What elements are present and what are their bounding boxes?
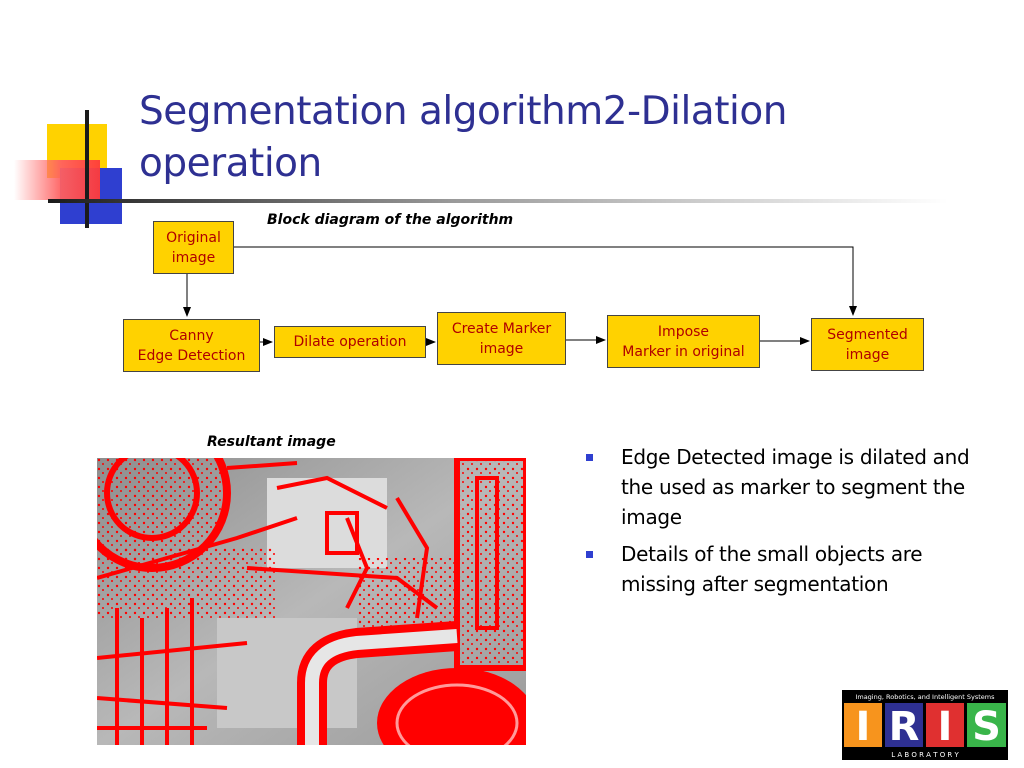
block-create-marker-image: Create Marker image	[437, 312, 566, 365]
block-label: Canny Edge Detection	[137, 327, 246, 364]
resultant-image	[97, 458, 526, 745]
svg-text:L A B O R A T O R Y: L A B O R A T O R Y	[891, 751, 959, 759]
block-label: Segmented image	[827, 326, 908, 363]
bullet-text: Edge Detected image is dilated and the u…	[621, 445, 970, 529]
block-original-image: Original image	[153, 221, 234, 274]
svg-text:S: S	[972, 704, 1001, 750]
iris-laboratory-logo: Imaging, Robotics, and Intelligent Syste…	[842, 690, 1008, 760]
svg-text:I: I	[856, 704, 871, 750]
title-underline	[48, 199, 948, 203]
svg-text:I: I	[938, 704, 953, 750]
decor-vertical-line	[85, 110, 89, 228]
svg-text:Imaging, Robotics, and Intelli: Imaging, Robotics, and Intelligent Syste…	[855, 693, 995, 701]
bullet-item: Details of the small objects are missing…	[583, 539, 983, 599]
bullet-item: Edge Detected image is dilated and the u…	[583, 442, 983, 532]
connector-original-to-segmented	[233, 246, 857, 316]
block-canny-edge-detection: Canny Edge Detection	[123, 319, 260, 372]
bullet-list: Edge Detected image is dilated and the u…	[583, 442, 983, 606]
diagram-caption: Block diagram of the algorithm	[267, 212, 514, 228]
block-impose-marker: Impose Marker in original	[607, 315, 760, 368]
bullet-square-icon	[586, 551, 593, 558]
block-dilate-operation: Dilate operation	[274, 326, 426, 358]
slide-title: Segmentation algorithm2-Dilation operati…	[139, 89, 787, 186]
block-segmented-image: Segmented image	[811, 318, 924, 371]
result-caption: Resultant image	[207, 434, 336, 450]
block-label: Impose Marker in original	[622, 323, 745, 360]
bullet-text: Details of the small objects are missing…	[621, 542, 923, 596]
block-label: Original image	[166, 229, 221, 266]
block-label: Create Marker image	[451, 320, 552, 357]
svg-text:R: R	[889, 704, 920, 750]
block-label: Dilate operation	[293, 334, 407, 350]
bullet-square-icon	[586, 454, 593, 461]
